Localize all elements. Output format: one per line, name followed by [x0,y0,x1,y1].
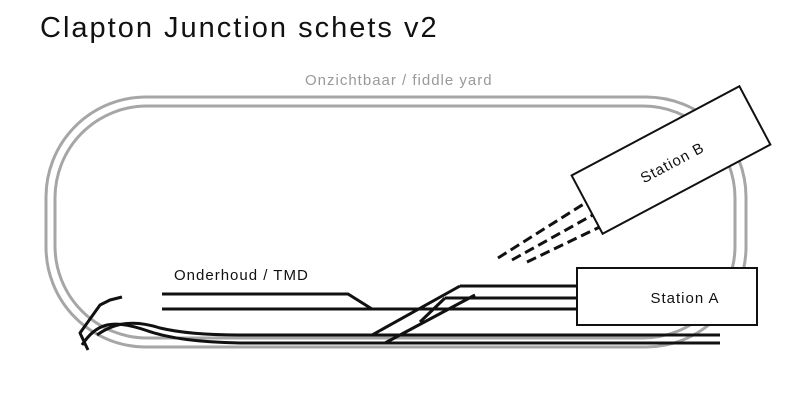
crossover-2 [384,293,476,345]
tmd-label: Onderhoud / TMD [174,267,309,284]
crossover-3 [418,296,447,324]
station-b-box [570,84,772,236]
page-title: Clapton Junction schets v2 [40,12,439,44]
station-a-tracks [371,284,578,345]
fiddle-yard-label: Onzichtbaar / fiddle yard [305,72,493,89]
station-b-approach-2 [511,210,599,262]
tmd-sidings [162,292,458,311]
main-line-inner [96,321,720,337]
station-b: Station B [570,84,772,236]
tmd-siding-upper [162,292,458,311]
main-line-outer [80,322,720,346]
station-a-label: Station A [650,290,719,307]
station-b-approach-1 [497,198,591,260]
crossover-1 [371,284,461,337]
station-a: Station A [576,267,758,326]
fiddle-yard-track-outer [44,95,748,349]
track-end-left [78,295,123,351]
station-b-approach [497,198,607,264]
main-line [80,321,720,346]
station-a-box [576,267,758,326]
